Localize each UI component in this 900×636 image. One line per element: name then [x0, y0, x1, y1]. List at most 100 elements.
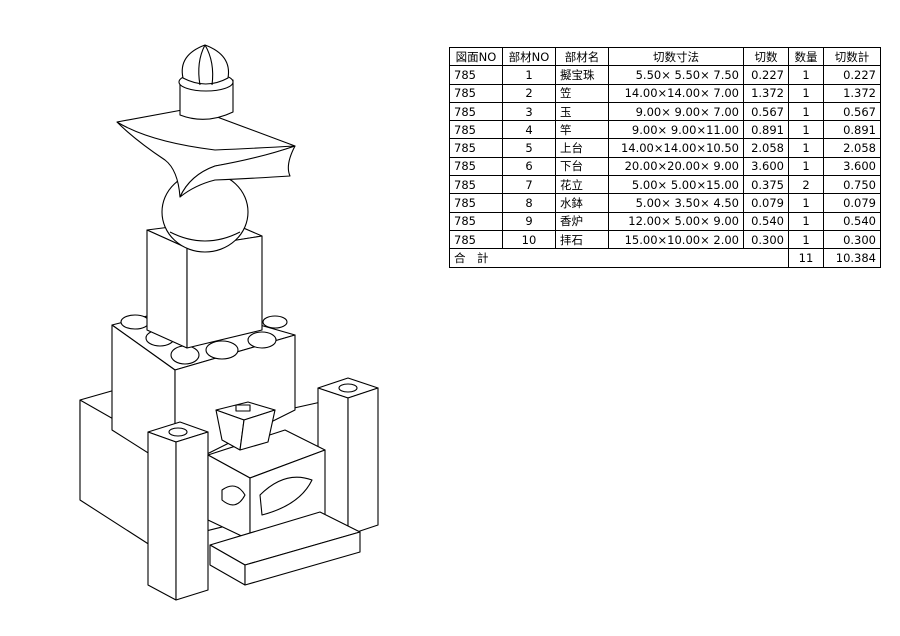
cell-part-no: 2	[502, 83, 556, 103]
cell-dimensions: 5.00× 5.00×15.00	[608, 175, 744, 195]
cell-total-volume: 3.600	[823, 156, 881, 177]
cell-total-volume: 0.227	[823, 65, 881, 85]
header-drawing-no: 図面NO	[449, 46, 503, 67]
cell-total-volume: 0.567	[823, 101, 881, 122]
cell-total-volume: 0.079	[823, 193, 881, 213]
cell-quantity: 1	[788, 101, 824, 122]
header-cut-volume: 切数	[743, 46, 789, 67]
cell-part-name: 下台	[555, 156, 609, 177]
header-dimensions: 切数寸法	[608, 46, 744, 67]
cell-total-volume: 0.540	[823, 211, 881, 231]
cell-part-no: 10	[502, 229, 556, 250]
cell-drawing-no: 785	[449, 65, 503, 85]
cell-dimensions: 9.00× 9.00× 7.00	[608, 101, 744, 122]
cell-part-no: 5	[502, 138, 556, 158]
cell-quantity: 1	[788, 83, 824, 103]
cell-drawing-no: 785	[449, 101, 503, 122]
cell-total-volume: 0.300	[823, 229, 881, 250]
cell-part-name: 香炉	[555, 211, 609, 231]
cell-quantity: 1	[788, 211, 824, 231]
cell-cut-volume: 0.375	[743, 175, 789, 195]
roof	[116, 107, 296, 198]
cell-drawing-no: 785	[449, 156, 503, 177]
incense-burner	[207, 429, 326, 541]
cell-quantity: 1	[788, 156, 824, 177]
cell-total-volume: 2.058	[823, 138, 881, 158]
cell-quantity: 1	[788, 138, 824, 158]
water-bowl	[215, 401, 276, 451]
cell-quantity: 1	[788, 65, 824, 85]
cell-part-name: 花立	[555, 175, 609, 195]
cell-part-name: 玉	[555, 101, 609, 122]
table-header-row: 図面NO 部材NO 部材名 切数寸法 切数 数量 切数計	[449, 46, 881, 67]
cell-cut-volume: 2.058	[743, 138, 789, 158]
cell-dimensions: 9.00× 9.00×11.00	[608, 120, 744, 140]
cell-quantity: 2	[788, 175, 824, 195]
cell-cut-volume: 0.227	[743, 65, 789, 85]
cell-cut-volume: 0.540	[743, 211, 789, 231]
cell-part-no: 7	[502, 175, 556, 195]
cell-quantity: 1	[788, 193, 824, 213]
cell-dimensions: 14.00×14.00× 7.00	[608, 83, 744, 103]
header-part-no: 部材NO	[502, 46, 556, 67]
cell-part-no: 4	[502, 120, 556, 140]
cell-drawing-no: 785	[449, 175, 503, 195]
cell-drawing-no: 785	[449, 138, 503, 158]
worship-stone	[209, 511, 361, 586]
ball	[161, 171, 249, 253]
cell-part-name: 笠	[555, 83, 609, 103]
header-total-volume: 切数計	[823, 46, 881, 67]
cell-total-volume: 0.750	[823, 175, 881, 195]
cell-dimensions: 15.00×10.00× 2.00	[608, 229, 744, 250]
cell-drawing-no: 785	[449, 211, 503, 231]
cell-drawing-no: 785	[449, 229, 503, 250]
total-label: 合 計	[449, 248, 789, 268]
cell-cut-volume: 0.300	[743, 229, 789, 250]
cell-dimensions: 12.00× 5.00× 9.00	[608, 211, 744, 231]
cell-cut-volume: 1.372	[743, 83, 789, 103]
lotus-carving	[120, 314, 288, 365]
finial	[178, 44, 234, 120]
cell-total-volume: 0.891	[823, 120, 881, 140]
cell-part-name: 竿	[555, 120, 609, 140]
cell-drawing-no: 785	[449, 193, 503, 213]
cell-cut-volume: 0.079	[743, 193, 789, 213]
cell-part-no: 8	[502, 193, 556, 213]
flower-stand-left	[147, 421, 209, 601]
total-quantity: 11	[788, 248, 824, 268]
header-quantity: 数量	[788, 46, 824, 67]
header-part-name: 部材名	[555, 46, 609, 67]
cell-dimensions: 5.00× 3.50× 4.50	[608, 193, 744, 213]
cell-dimensions: 5.50× 5.50× 7.50	[608, 65, 744, 85]
total-sum: 10.384	[823, 248, 881, 268]
cell-part-no: 3	[502, 101, 556, 122]
cell-quantity: 1	[788, 229, 824, 250]
cell-cut-volume: 0.891	[743, 120, 789, 140]
cell-drawing-no: 785	[449, 120, 503, 140]
cell-dimensions: 14.00×14.00×10.50	[608, 138, 744, 158]
total-row: 合 計 11 10.384	[449, 248, 881, 268]
cell-part-no: 1	[502, 65, 556, 85]
cell-part-name: 水鉢	[555, 193, 609, 213]
cell-part-name: 上台	[555, 138, 609, 158]
cell-cut-volume: 3.600	[743, 156, 789, 177]
cell-part-name: 拝石	[555, 229, 609, 250]
cell-quantity: 1	[788, 120, 824, 140]
cell-cut-volume: 0.567	[743, 101, 789, 122]
cell-part-no: 9	[502, 211, 556, 231]
cell-dimensions: 20.00×20.00× 9.00	[608, 156, 744, 177]
cell-part-no: 6	[502, 156, 556, 177]
cell-total-volume: 1.372	[823, 83, 881, 103]
gravestone-isometric-drawing	[79, 44, 379, 601]
cell-part-name: 擬宝珠	[555, 65, 609, 85]
